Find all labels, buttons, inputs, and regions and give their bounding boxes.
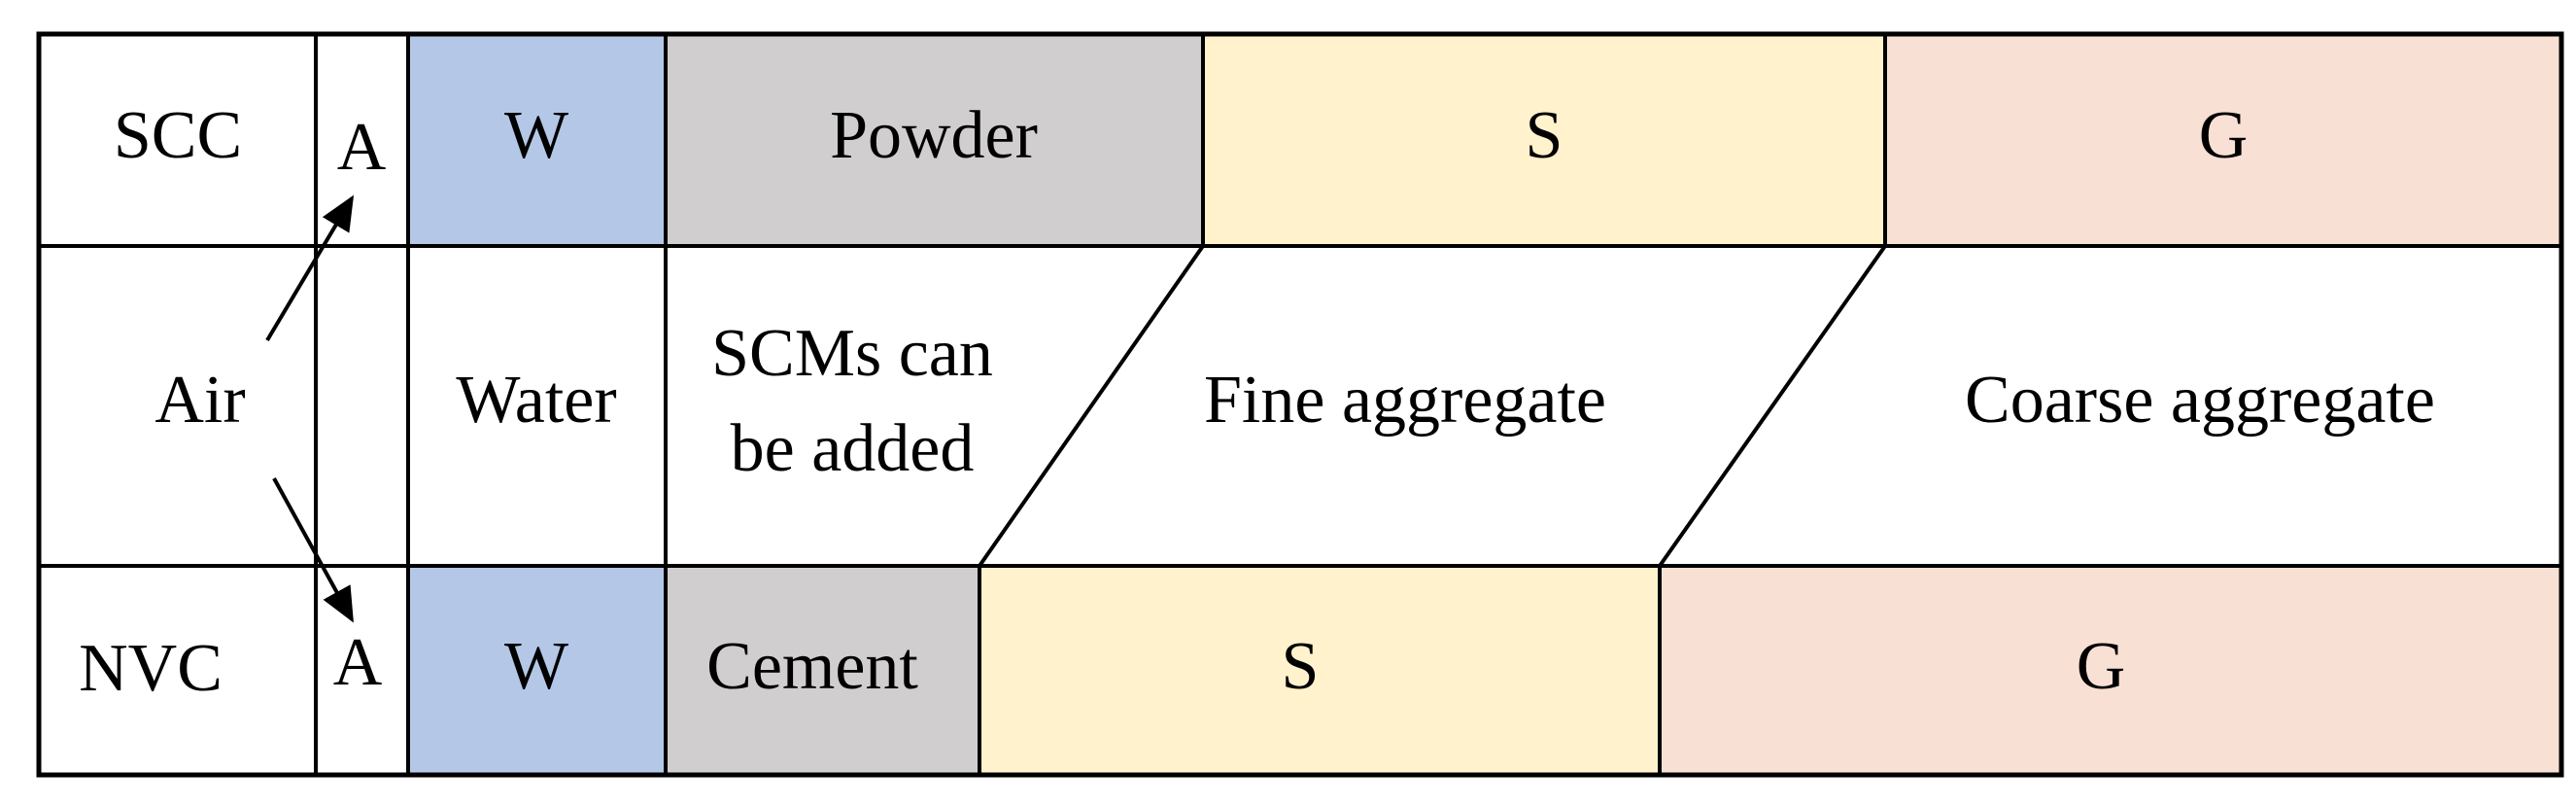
scc-water-cell bbox=[408, 34, 666, 246]
coarse-aggregate-label: Coarse aggregate bbox=[1965, 363, 2435, 438]
scc-powder-cell bbox=[666, 34, 1203, 246]
scc-air-cell-label: A bbox=[337, 110, 387, 185]
scc-gravel-cell bbox=[1885, 34, 2561, 246]
scc-powder-cell-label: Powder bbox=[830, 98, 1038, 173]
air-arrow-up bbox=[265, 194, 355, 342]
nvc-row-label: NVC bbox=[79, 631, 223, 706]
water-label: Water bbox=[456, 363, 616, 438]
air-label: Air bbox=[155, 363, 245, 438]
nvc-gravel-cell bbox=[1660, 566, 2561, 775]
scm-note-line-2: be added bbox=[731, 411, 975, 486]
scc-row-label: SCC bbox=[114, 98, 242, 173]
nvc-cement-cell-label: Cement bbox=[706, 629, 918, 704]
nvc-water-cell bbox=[408, 566, 666, 775]
air-arrow-down bbox=[272, 477, 354, 623]
scc-sand-cell bbox=[1203, 34, 1885, 246]
nvc-gravel-cell-label: G bbox=[2077, 629, 2126, 704]
scm-note-line-1: SCMs can bbox=[711, 316, 993, 391]
scc-sand-cell-label: S bbox=[1526, 98, 1563, 173]
nvc-cement-cell bbox=[666, 566, 979, 775]
nvc-sand-cell bbox=[979, 566, 1660, 775]
nvc-water-cell-label: W bbox=[504, 629, 568, 704]
scc-water-cell-label: W bbox=[504, 98, 568, 173]
fine-aggregate-label: Fine aggregate bbox=[1204, 363, 1606, 438]
outer-frame bbox=[36, 31, 2564, 778]
coarse-aggregate-slant-line bbox=[1658, 244, 1887, 568]
scc-gravel-cell-label: G bbox=[2199, 98, 2249, 173]
nvc-sand-cell-label: S bbox=[1282, 629, 1320, 704]
fine-aggregate-slant-line bbox=[978, 244, 1205, 568]
nvc-air-cell-label: A bbox=[333, 625, 383, 700]
